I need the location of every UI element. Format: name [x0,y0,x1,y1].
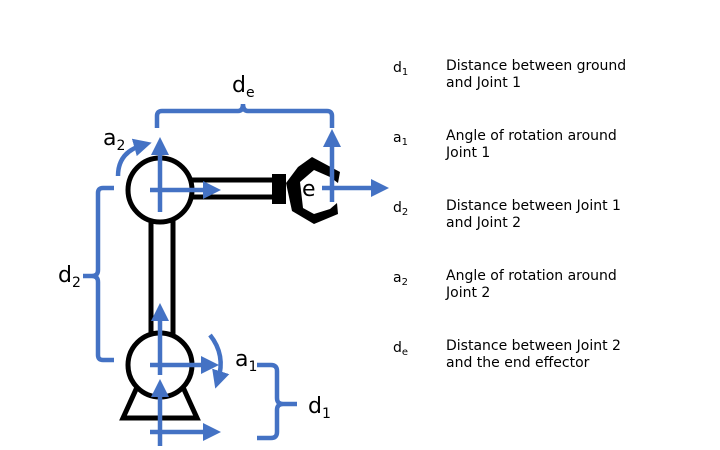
gripper-mount [272,174,286,204]
label-a1: a1 [235,347,257,375]
brace-d1 [257,362,284,441]
brace-d2 [91,185,114,363]
legend-symbol: a2 [393,270,408,288]
rotation-arc-a2 [115,138,152,177]
end-effector: e [272,157,340,224]
gripper-claw [286,157,340,224]
label-de: de [232,73,255,101]
legend-symbol: d2 [393,200,409,218]
annotations [83,103,389,446]
legend-symbol: d1 [393,60,409,78]
label-a2: a2 [103,126,125,154]
legend-symbol: a1 [393,130,408,148]
effector-label: e [302,177,316,202]
label-d1: d1 [308,394,331,422]
rotation-arc-a1 [208,333,230,389]
robot-arm [119,155,283,421]
legend-symbol: de [393,340,409,358]
label-d2: d2 [58,263,81,291]
brace-de [154,103,335,128]
